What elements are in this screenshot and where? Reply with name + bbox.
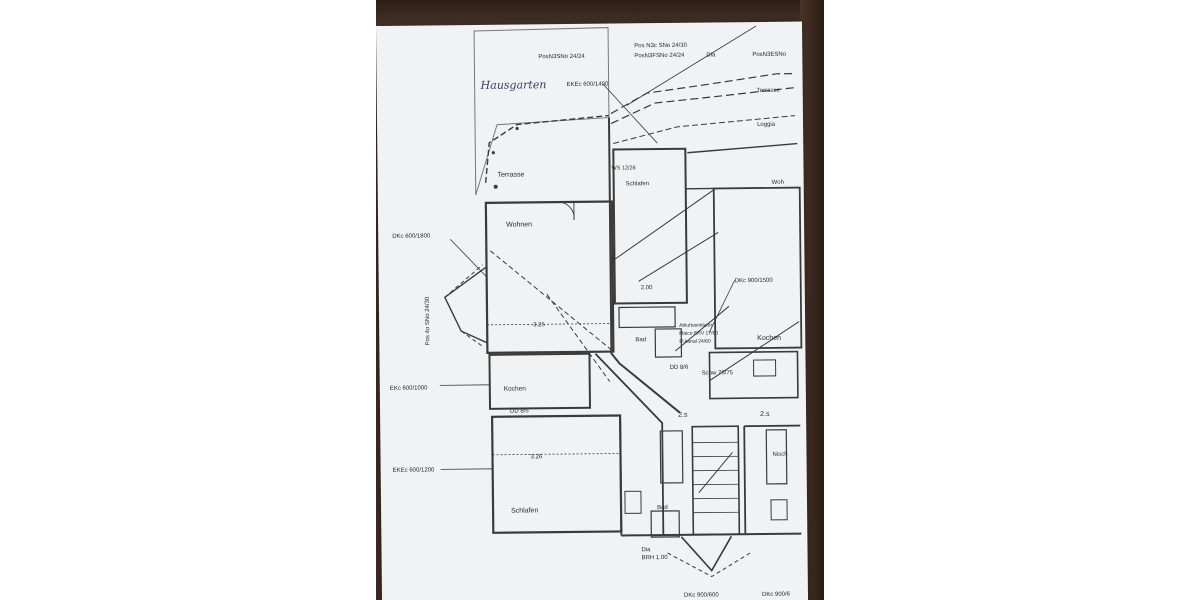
wohn-right-label: Woh [772,180,784,186]
dd-label: DD 8/5 [510,408,529,414]
terrace-railing [484,114,610,183]
schw-label: Schw 75/75 [702,370,734,376]
dd-right-label: DD 8/6 [670,365,689,371]
abluft-label-1: Abluftventilator [679,322,712,328]
ekec-top-label: EKEc 600/1400 [567,82,609,88]
floor-plan-paper: PosN3SNo 24/24 Pos N3c SNo 24/30 PosN3FS… [376,21,809,600]
kochen-right-label: Kochen [757,335,781,342]
roof-lines [610,73,795,115]
bad-lower-label: Bad [657,505,668,511]
ekec-low-label: EKEc 600/1200 [393,467,435,473]
dim-200-label: 2.00 [641,285,653,291]
pos-main-label: PosN3SNo 24/24 [538,54,585,60]
nisch-label: Nisch [772,452,787,458]
dim-2s-a: 2.s [678,412,688,419]
schlafen-top-label: Schlafen [626,181,649,187]
wall-schlafen-low [490,414,623,534]
bath-top-tub [618,306,676,329]
dkc-bottom1-label: DKc 900/600 [684,592,719,598]
loggia-label: Loggia [757,122,776,128]
ws-label: WS 12/26 [611,165,635,171]
bath-lower-tub [659,430,684,484]
corridor-wall [607,117,681,414]
pos-top2-label: PosN3FSNo 24/24 [634,53,685,60]
ekec-mid-label: EKc 600/1000 [390,385,428,391]
brh-label: BRH 1.00 [642,555,669,561]
dia-top-label: Dia [706,52,716,58]
photo-frame: PosN3SNo 24/24 Pos N3c SNo 24/30 PosN3FS… [376,0,824,600]
dim-325-label: 3.25 [533,322,545,328]
terrasse-right-label: Terrasse [757,88,781,94]
wall-wohn-right [712,186,803,350]
dkc-right-label: DKc 900/1500 [735,278,774,284]
dim-326-label: 3.26 [530,454,542,460]
pos-vertical-label: Pos 4o SNo 24/30 [425,296,432,345]
pos-right-label: PosN3ESNo [752,52,786,58]
wall-schlafen-top [612,147,688,305]
garden-label: Hausgarten [480,78,547,92]
dkc-left-label: DKc 600/1800 [392,233,431,239]
kochen-left-label: Kochen [504,385,527,392]
schlafen-low-label: Schlafen [511,507,538,514]
bad-top-label: Bad [635,337,646,343]
dia-bottom-label: Dia [641,547,651,553]
garden-outline [473,27,610,196]
bay-window-bottom [680,535,733,572]
wohnen-label: Wohnen [506,221,532,228]
wall-wohnen [484,200,615,354]
wall-kochen [488,352,592,410]
dkc-bottom2-label: DKc 900/6 [762,592,791,598]
dim-2s-b: 2.s [760,411,770,418]
abluft-label-3: Fl.kanal 24/60 [679,339,711,345]
pos-top1-label: Pos N3c SNo 24/30 [634,43,687,50]
abluft-label-2: Maico ERV 17/60 [679,330,718,336]
terrasse-left-label: Terrasse [498,171,525,178]
bay-window-left [443,266,488,344]
floor-plan-drawing: PosN3SNo 24/24 Pos N3c SNo 24/30 PosN3FS… [390,25,803,599]
